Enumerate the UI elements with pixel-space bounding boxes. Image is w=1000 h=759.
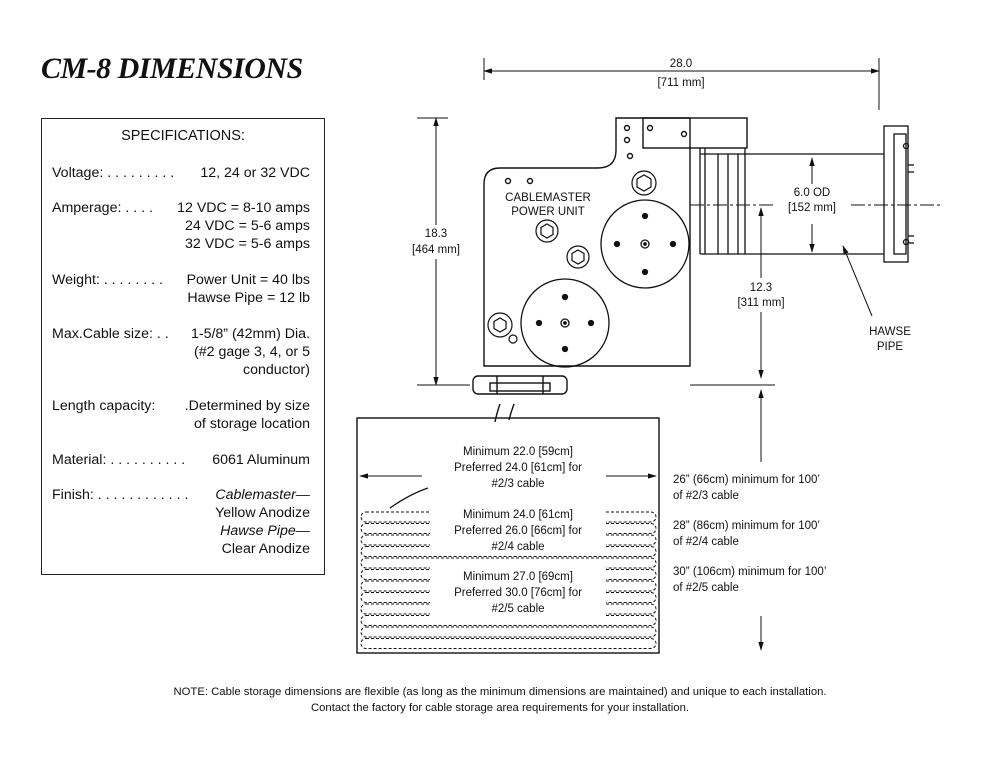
storage-box2-line3: #2/4 cable <box>491 541 544 553</box>
width-mm-label: [711 mm] <box>657 77 704 89</box>
cable-coil-loop <box>360 603 657 615</box>
spec-voltage-value: 12, 24 or 32 VDC <box>200 165 310 181</box>
height-in-label: 18.3 <box>425 228 447 240</box>
spec-weight-value-2: Hawse Pipe = 12 lb <box>187 290 310 306</box>
spec-length-value-1: .Determined by size <box>184 398 310 414</box>
spec-finish-value-3: Hawse Pipe— <box>220 523 310 539</box>
power-unit-label-line2: POWER UNIT <box>511 206 584 218</box>
drive-wheel-lower <box>520 278 610 368</box>
cable-coil-loop <box>360 615 657 626</box>
side-note-1-line1: 26” (66cm) minimum for 100’ <box>673 474 820 486</box>
spec-finish-value-1: Cablemaster— <box>215 487 310 503</box>
power-unit-label-line1: CABLEMASTER <box>505 192 591 204</box>
cable-coil-loop <box>360 523 657 534</box>
hex-nut-upper <box>631 170 657 196</box>
drive-wheel-upper <box>600 199 690 289</box>
hawse-pipe <box>690 125 940 263</box>
hex-nut-left <box>535 219 559 243</box>
storage-box1-line1: Minimum 22.0 [59cm] <box>463 446 573 458</box>
spec-material-key: Material: . . . . . . . . . . <box>52 452 186 468</box>
storage-box2-line2: Preferred 26.0 [66cm] for <box>454 525 582 537</box>
spec-finish-key: Finish: . . . . . . . . . . . . <box>52 487 189 503</box>
cable-coil-loop <box>360 534 657 546</box>
storage-box3-line1: Minimum 27.0 [69cm] <box>463 571 573 583</box>
cable-coils <box>360 511 657 649</box>
storage-text-1: Minimum 22.0 [59cm] Preferred 24.0 [61cm… <box>430 440 606 492</box>
storage-text-2: Minimum 24.0 [61cm] Preferred 26.0 [66cm… <box>430 503 606 555</box>
spec-amperage-value-2: 24 VDC = 5-6 amps <box>185 218 310 234</box>
spec-cable-size-value-1: 1-5/8” (42mm) Dia. <box>190 326 310 342</box>
installation-note: NOTE: Cable storage dimensions are flexi… <box>0 684 1000 716</box>
height-mm-label: [464 mm] <box>412 244 460 256</box>
spec-amperage-value-1: 12 VDC = 8-10 amps <box>177 200 310 216</box>
storage-text-3: Minimum 27.0 [69cm] Preferred 30.0 [76cm… <box>430 565 606 617</box>
spec-length-key: Length capacity: <box>52 398 156 414</box>
storage-box3-line2: Preferred 30.0 [76cm] for <box>454 587 582 599</box>
specifications-heading: SPECIFICATIONS: <box>121 128 245 144</box>
storage-box3-line3: #2/5 cable <box>491 603 544 615</box>
note-line2: Contact the factory for cable storage ar… <box>310 702 689 714</box>
side-note-3-line2: of #2/5 cable <box>673 582 739 594</box>
spec-voltage-key: Voltage: . . . . . . . . . <box>52 165 175 181</box>
cable-coil-loop <box>360 638 657 649</box>
spec-amperage-value-3: 32 VDC = 5-6 amps <box>185 236 310 252</box>
spec-finish-value-4: Clear Anodize <box>221 541 310 557</box>
cable-coil-loop <box>360 557 657 569</box>
cable-coil-loop <box>360 569 657 580</box>
side-note-3-line1: 30” (106cm) minimum for 100’ <box>673 566 826 578</box>
spec-weight-value-1: Power Unit = 40 lbs <box>186 272 310 288</box>
width-in-label: 28.0 <box>670 58 692 70</box>
pipe-height-in-label: 12.3 <box>750 282 772 294</box>
cable-storage-box <box>356 417 660 654</box>
side-note-1-line2: of #2/3 cable <box>673 490 739 502</box>
note-line1: NOTE: Cable storage dimensions are flexi… <box>173 686 827 698</box>
storage-box2-line1: Minimum 24.0 [61cm] <box>463 509 573 521</box>
hawse-pipe-callout: HAWSE PIPE <box>842 245 911 353</box>
hawse-label-line2: PIPE <box>877 341 904 353</box>
height-dimension: 18.3 [464 mm] <box>400 117 472 386</box>
od-dimension: 6.0 OD [152 mm] <box>775 157 849 253</box>
hex-nut-middle <box>566 245 590 269</box>
cable-coil-loop <box>360 511 657 523</box>
spec-amperage-key: Amperage: . . . . <box>52 200 153 216</box>
spec-material-value: 6061 Aluminum <box>212 452 310 468</box>
width-dimension: 28.0 [711 mm] <box>483 58 880 110</box>
pipe-height-dimension: 12.3 [311 mm] <box>690 207 785 651</box>
spec-cable-size-value-2: (#2 gage 3, 4, or 5 <box>194 344 310 360</box>
storage-box1-line2: Preferred 24.0 [61cm] for <box>454 462 582 474</box>
cable-coil-loop <box>360 546 657 557</box>
cable-coil-loop <box>360 580 657 592</box>
storage-box1-line3: #2/3 cable <box>491 478 544 490</box>
spec-cable-size-key: Max.Cable size: . . <box>52 326 169 342</box>
spec-cable-size-value-3: conductor) <box>242 362 310 378</box>
specifications-box: SPECIFICATIONS: Voltage: . . . . . . . .… <box>41 118 325 575</box>
hex-nut-lower <box>487 312 518 344</box>
power-unit-housing <box>483 117 748 367</box>
spec-length-value-2: of storage location <box>194 416 310 432</box>
cable-coil-loop <box>360 626 657 638</box>
spec-finish-value-2: Yellow Anodize <box>215 505 310 521</box>
side-note-2-line2: of #2/4 cable <box>673 536 739 548</box>
hawse-label-line1: HAWSE <box>869 326 911 338</box>
side-note-2-line1: 28” (86cm) minimum for 100’ <box>673 520 820 532</box>
cable-coil-loop <box>360 592 657 603</box>
pipe-height-mm-label: [311 mm] <box>737 297 784 309</box>
spec-weight-key: Weight: . . . . . . . . <box>52 272 163 288</box>
base-plate <box>472 375 568 423</box>
od-in-label: 6.0 OD <box>794 187 830 199</box>
page-title: CM-8 DIMENSIONS <box>41 52 303 85</box>
od-mm-label: [152 mm] <box>788 202 836 214</box>
